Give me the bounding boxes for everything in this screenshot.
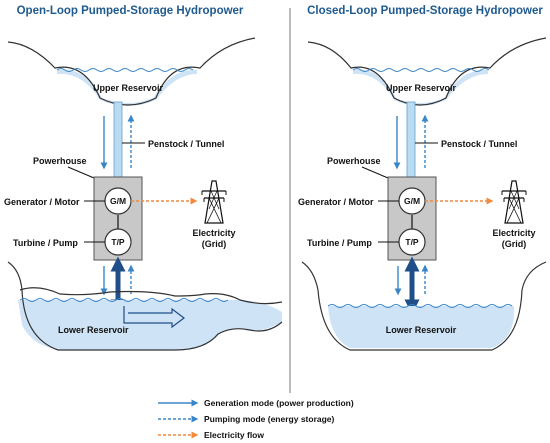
legend-electricity-label: Electricity flow	[204, 430, 264, 440]
upper-reservoir-label: Upper Reservoir	[93, 83, 164, 93]
grid-label-closed: (Grid)	[502, 239, 527, 249]
powerhouse-label-closed: Powerhouse	[327, 156, 381, 166]
penstock-closed	[406, 101, 416, 181]
tp-label-closed: T/P	[405, 237, 419, 247]
turbine-pump-label-closed: Turbine / Pump	[307, 238, 372, 248]
penstock-label-closed: Penstock / Tunnel	[441, 139, 517, 149]
grid-label: (Grid)	[202, 239, 227, 249]
open-loop-title: Open-Loop Pumped-Storage Hydropower	[17, 5, 244, 17]
transmission-tower-icon	[501, 180, 527, 224]
legend-generation-label: Generation mode (power production)	[204, 398, 354, 408]
powerhouse-label: Powerhouse	[33, 156, 87, 166]
powerhouse-leader	[67, 166, 95, 179]
electricity-label: Electricity	[192, 228, 235, 238]
outflow-arrow	[123, 306, 185, 329]
upper-reservoir: Upper Reservoir	[7, 37, 256, 106]
tp-label: T/P	[111, 237, 125, 247]
lower-reservoir-label-closed: Lower Reservoir	[386, 325, 457, 335]
closed-loop-panel: Upper Reservoir Penstock / Tunnel Powerh…	[298, 37, 547, 351]
closed-loop-title: Closed-Loop Pumped-Storage Hydropower	[307, 5, 543, 17]
lower-reservoir-label: Lower Reservoir	[58, 325, 129, 335]
powerhouse-leader-closed	[361, 166, 389, 179]
gm-label: G/M	[110, 196, 126, 206]
generator-motor-label: Generator / Motor	[4, 197, 80, 207]
upper-reservoir-closed: Upper Reservoir	[307, 37, 547, 106]
open-loop-panel: Upper Reservoir Penstock / Tunnel Powerh…	[4, 37, 283, 351]
lower-reservoir: Lower Reservoir	[7, 261, 283, 351]
legend: Generation mode (power production) Pumpi…	[158, 398, 354, 440]
turbine-pump-label: Turbine / Pump	[13, 238, 78, 248]
transmission-tower-icon	[201, 180, 227, 224]
penstock-label: Penstock / Tunnel	[148, 139, 224, 149]
gm-label-closed: G/M	[404, 196, 420, 206]
penstock	[113, 101, 123, 181]
legend-pumping-label: Pumping mode (energy storage)	[204, 414, 335, 424]
generator-motor-label-closed: Generator / Motor	[298, 197, 374, 207]
upper-reservoir-label-closed: Upper Reservoir	[386, 83, 457, 93]
lower-reservoir-closed: Lower Reservoir	[301, 261, 547, 351]
electricity-label-closed: Electricity	[492, 228, 535, 238]
